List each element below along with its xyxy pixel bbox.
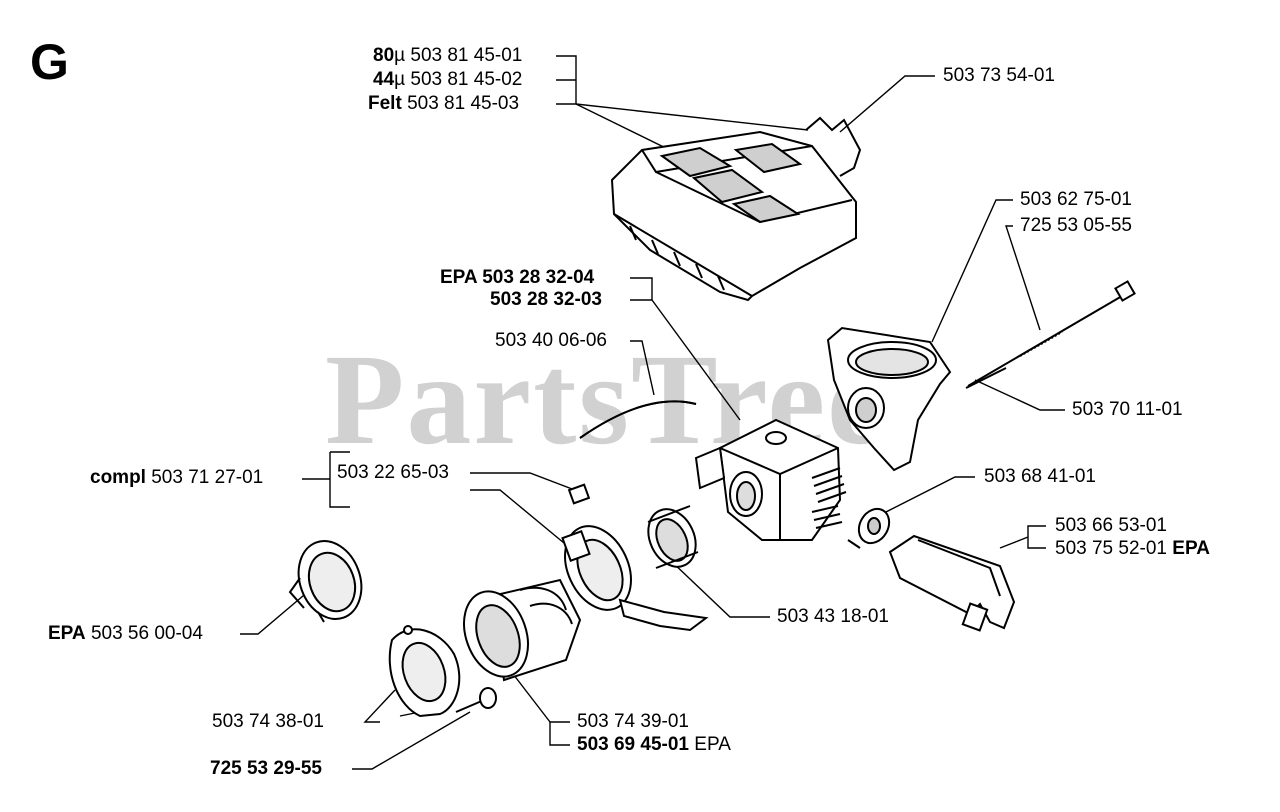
filter-clip: [805, 116, 862, 177]
label-bracket: 503 22 65-03: [337, 462, 449, 483]
label-compl: compl 503 71 27-01: [90, 467, 264, 488]
leader-lines: [240, 55, 1065, 770]
label-intake: 503 74 39-01: [577, 711, 689, 732]
label-clip-top: 503 73 54-01: [943, 65, 1055, 86]
choke-knob: [847, 507, 891, 549]
label-ring: 503 43 18-01: [777, 606, 889, 627]
label-knob: 503 68 41-01: [984, 466, 1096, 487]
section-letter: G: [30, 34, 69, 90]
label-holder-a: 503 66 53-01: [1055, 515, 1167, 536]
carburetor: [694, 418, 847, 541]
pin: [965, 367, 1007, 389]
label-intake-epa: 503 69 45-01 EPA: [577, 734, 731, 755]
long-bolt: [967, 280, 1136, 387]
label-carb: 503 28 32-03: [490, 289, 602, 310]
label-clamp-epa: EPA 503 56 00-04: [48, 623, 203, 644]
clamp-ring: [288, 540, 363, 623]
label-gasket: 503 74 38-01: [212, 711, 324, 732]
carb-holder: [888, 534, 1016, 632]
carburetor-flange: [826, 326, 952, 472]
label-filter-44: 44µ 503 81 45-02: [373, 69, 523, 90]
label-carb-epa: EPA 503 28 32-04: [440, 267, 595, 288]
fuel-hose: [579, 400, 697, 439]
label-holder-b: 503 75 52-01 EPA: [1055, 538, 1210, 559]
label-filter-felt: Felt 503 81 45-03: [368, 93, 520, 114]
intake-bracket: [561, 483, 709, 632]
air-filter-cover: [610, 130, 857, 302]
label-filter-80: 80µ 503 81 45-01: [373, 45, 523, 66]
label-fuel-hose: 503 40 06-06: [495, 330, 607, 351]
label-bolt-b: 725 53 05-55: [1020, 215, 1132, 236]
label-pin: 503 70 11-01: [1072, 399, 1183, 420]
label-screw: 725 53 29-55: [210, 758, 322, 779]
label-bolt-a: 503 62 75-01: [1020, 189, 1132, 210]
gasket: [388, 625, 461, 718]
rubber-ring: [647, 505, 699, 569]
screw: [455, 687, 497, 713]
intake-tube: [463, 578, 582, 682]
